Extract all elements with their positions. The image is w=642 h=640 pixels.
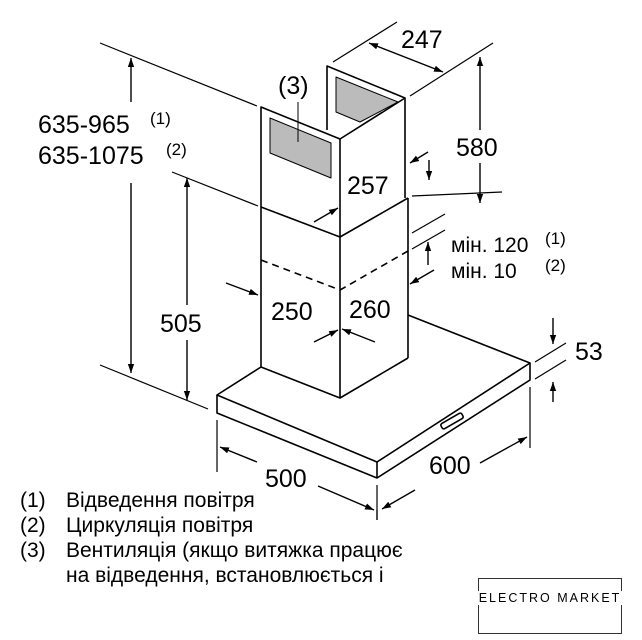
lower-chimney [260, 197, 409, 399]
min-overlap-2-label: мін. 10 [451, 260, 517, 283]
height-range-1-label: 635-965 [38, 111, 130, 139]
vent-callout-label: (3) [278, 72, 309, 100]
legend-num: (3) [20, 539, 46, 562]
vent-grille-icon [269, 76, 399, 179]
watermark-logo: ELECTRO MARKET [470, 578, 630, 634]
min-overlap-1-note: (1) [545, 229, 566, 248]
hood-depth-label: 500 [265, 465, 307, 493]
legend-item-3: (3) Вентиляція (якщо витяжка працює [20, 538, 403, 563]
legend-num: (1) [20, 489, 46, 512]
lower-chimney-width-label: 250 [271, 298, 313, 326]
hood-width-label: 600 [429, 452, 471, 480]
legend-text: Вентиляція (якщо витяжка працює [66, 539, 403, 562]
upper-chimney [260, 65, 406, 237]
legend-text: Відведення повітря [66, 489, 255, 512]
legend-item-1: (1) Відведення повітря [20, 488, 403, 513]
hood-canopy [216, 314, 531, 479]
legend-num: (2) [20, 514, 46, 537]
legend: (1) Відведення повітря (2) Циркуляція по… [20, 488, 403, 588]
height-range-2-label: 635-1075 [38, 142, 144, 170]
upper-chimney-width-label: 257 [347, 172, 389, 200]
lower-chimney-depth-label: 260 [349, 296, 391, 324]
min-overlap-2-note: (2) [545, 256, 566, 275]
control-panel-icon [440, 412, 464, 430]
chimney-depth-label: 247 [401, 26, 443, 54]
legend-item-2: (2) Циркуляція повітря [20, 513, 403, 538]
height-range-2-note: (2) [166, 140, 187, 159]
upper-chimney-height-label: 580 [456, 134, 498, 162]
min-overlap-1-label: мін. 120 [451, 234, 528, 257]
hood-thickness-label: 53 [575, 338, 603, 366]
legend-text-continued: на відведення, встановлюється і [66, 564, 384, 587]
watermark-text: ELECTRO MARKET [470, 591, 630, 605]
legend-text: Циркуляція повітря [66, 514, 254, 537]
dimension-arrows [127, 42, 557, 520]
extension-lines [99, 21, 567, 510]
height-range-1-note: (1) [150, 109, 171, 128]
lower-height-label: 505 [160, 310, 202, 338]
